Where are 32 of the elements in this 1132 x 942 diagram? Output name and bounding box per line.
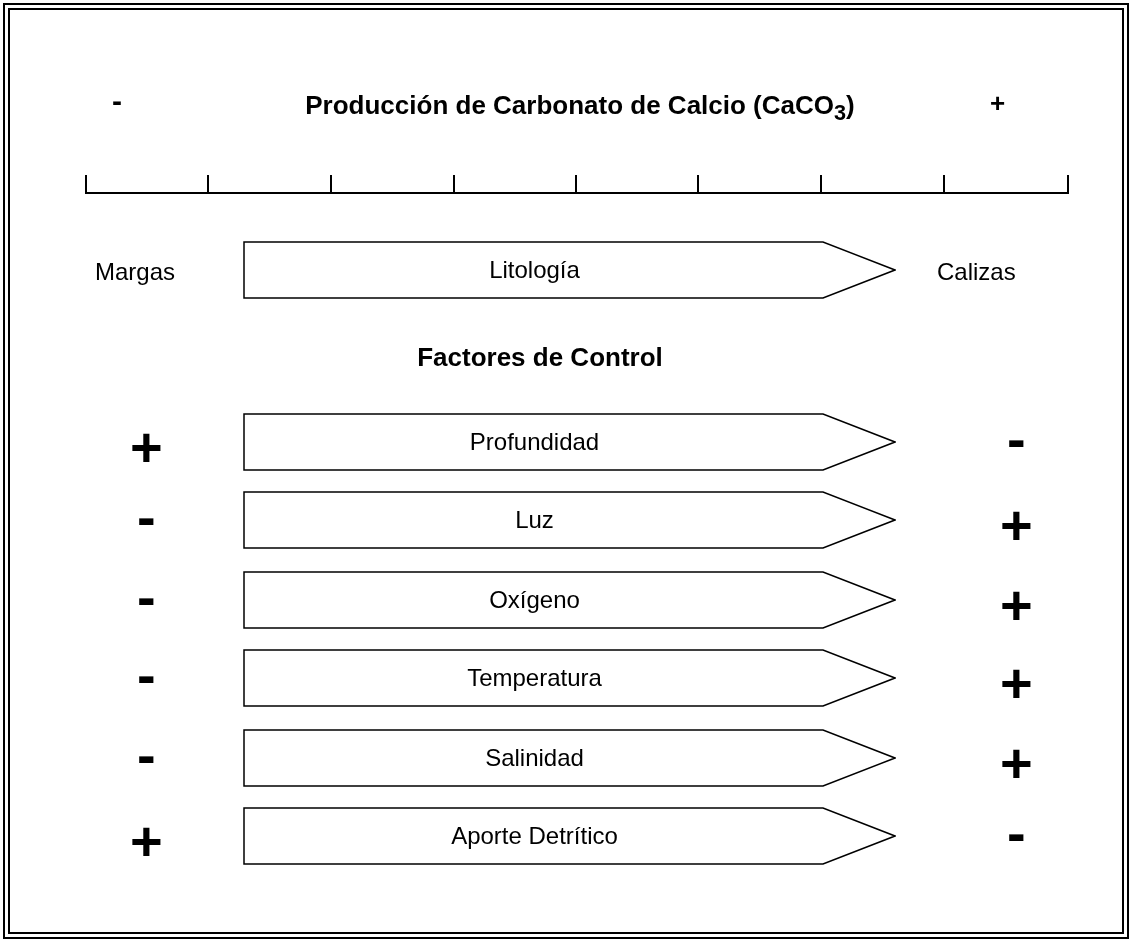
minus-sign: -: [1007, 411, 1026, 467]
plus-sign: +: [1000, 735, 1033, 791]
box-label: Oxígeno: [489, 586, 580, 614]
box-label: Temperatura: [467, 664, 602, 692]
arrow-box: [243, 413, 896, 471]
box-label: Litología: [489, 256, 580, 284]
arrow-box: [243, 649, 896, 707]
box-label: Profundidad: [469, 428, 600, 456]
plus-sign: +: [130, 419, 163, 475]
box-label: Luz: [515, 506, 554, 534]
plus-sign: +: [1000, 497, 1033, 553]
arrow-box: [243, 571, 896, 629]
plus-sign: +: [1000, 577, 1033, 633]
minus-sign: -: [1007, 805, 1026, 861]
plus-sign: +: [130, 813, 163, 869]
arrow-box: [243, 241, 896, 299]
minus-sign: -: [137, 569, 156, 625]
arrow-box: [243, 491, 896, 549]
box-label: Aporte Detrítico: [451, 822, 618, 850]
minus-sign: -: [112, 84, 122, 118]
diagram-title: Producción de Carbonato de Calcio (CaCO$_{3}$): [304, 90, 856, 127]
minus-sign: -: [137, 489, 156, 545]
minus-sign: -: [137, 727, 156, 783]
plus-sign: +: [1000, 655, 1033, 711]
arrow-box: [243, 807, 896, 865]
plus-sign: +: [990, 88, 1006, 119]
arrow-box: [243, 729, 896, 787]
end-member-label: Margas: [95, 258, 176, 286]
section-heading: Factores de Control: [416, 342, 664, 373]
end-member-label: Calizas: [937, 258, 1016, 286]
minus-sign: -: [137, 647, 156, 703]
box-label: Salinidad: [485, 744, 584, 772]
